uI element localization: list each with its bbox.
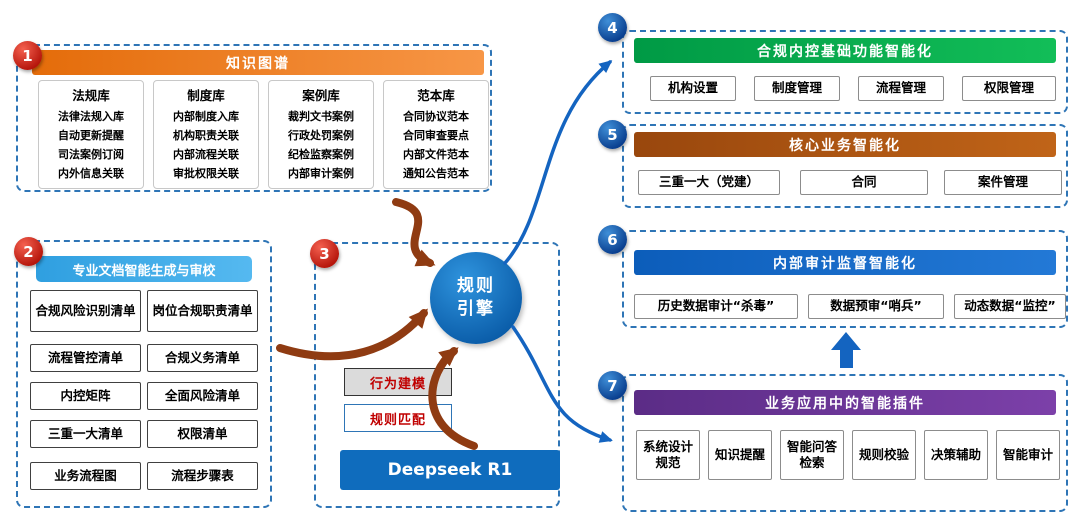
plugin-item: 知识提醒 [708, 430, 772, 480]
doc-cell: 岗位合规职责清单 [147, 290, 258, 332]
library-item: 内部文件范本 [403, 148, 469, 161]
library-item: 内部制度入库 [173, 110, 239, 123]
library-item: 法律法规入库 [58, 110, 124, 123]
rules-engine-label: 规则引擎 [457, 276, 495, 319]
feature-item: 权限管理 [962, 76, 1056, 101]
core-business-title: 核心业务智能化 [634, 132, 1056, 157]
library-item: 机构职责关联 [173, 129, 239, 142]
doc-cell: 全面风险清单 [147, 382, 258, 410]
behavior-modeling-box: 行为建模 [344, 368, 452, 396]
badge-4: 4 [598, 13, 627, 42]
plugin-item: 智能问答检索 [780, 430, 844, 480]
feature-item: 数据预审“哨兵” [808, 294, 944, 319]
internal-audit-title: 内部审计监督智能化 [634, 250, 1056, 275]
doc-cell: 流程步骤表 [147, 462, 258, 490]
library-item: 合同协议范本 [403, 110, 469, 123]
library-item: 内部审计案例 [288, 167, 354, 180]
doc-cell: 权限清单 [147, 420, 258, 448]
doc-cell: 业务流程图 [30, 462, 141, 490]
library-header: 案例库 [302, 88, 340, 103]
doc-generation-title: 专业文档智能生成与审校 [36, 256, 252, 282]
library-item: 行政处罚案例 [288, 129, 354, 142]
feature-item: 历史数据审计“杀毒” [634, 294, 798, 319]
library-column-policies: 制度库 内部制度入库 机构职责关联 内部流程关联 审批权限关联 [153, 80, 259, 189]
doc-cell: 合规义务清单 [147, 344, 258, 372]
library-item: 通知公告范本 [403, 167, 469, 180]
library-item: 内部流程关联 [173, 148, 239, 161]
badge-3: 3 [310, 239, 339, 268]
library-column-templates: 范本库 合同协议范本 合同审查要点 内部文件范本 通知公告范本 [383, 80, 489, 189]
plugin-item: 智能审计 [996, 430, 1060, 480]
library-item: 自动更新提醒 [58, 129, 124, 142]
plugin-item: 决策辅助 [924, 430, 988, 480]
library-item: 审批权限关联 [173, 167, 239, 180]
library-item: 内外信息关联 [58, 167, 124, 180]
plugin-item: 规则校验 [852, 430, 916, 480]
rule-matching-box: 规则匹配 [344, 404, 452, 432]
knowledge-graph-title: 知识图谱 [32, 50, 484, 75]
doc-cell: 内控矩阵 [30, 382, 141, 410]
feature-item: 机构设置 [650, 76, 736, 101]
library-item: 合同审查要点 [403, 129, 469, 142]
doc-cell: 流程管控清单 [30, 344, 141, 372]
library-item: 纪检监察案例 [288, 148, 354, 161]
library-header: 范本库 [417, 88, 455, 103]
feature-item: 流程管理 [858, 76, 944, 101]
badge-6: 6 [598, 225, 627, 254]
library-header: 法规库 [72, 88, 110, 103]
smart-plugins-title: 业务应用中的智能插件 [634, 390, 1056, 415]
badge-2: 2 [14, 237, 43, 266]
library-item: 裁判文书案例 [288, 110, 354, 123]
library-header: 制度库 [187, 88, 225, 103]
plugin-item: 系统设计规范 [636, 430, 700, 480]
rules-engine-circle: 规则引擎 [430, 252, 522, 344]
library-column-laws: 法规库 法律法规入库 自动更新提醒 司法案例订阅 内外信息关联 [38, 80, 144, 189]
feature-item: 案件管理 [944, 170, 1062, 195]
feature-item: 合同 [800, 170, 928, 195]
library-column-cases: 案例库 裁判文书案例 行政处罚案例 纪检监察案例 内部审计案例 [268, 80, 374, 189]
badge-1: 1 [13, 41, 42, 70]
feature-item: 三重一大（党建） [638, 170, 780, 195]
badge-5: 5 [598, 120, 627, 149]
arrow-up-audit [831, 332, 861, 368]
compliance-title: 合规内控基础功能智能化 [634, 38, 1056, 63]
arrow-engine-to-compliance [503, 60, 613, 265]
badge-7: 7 [598, 371, 627, 400]
library-item: 司法案例订阅 [58, 148, 124, 161]
doc-cell: 合规风险识别清单 [30, 290, 141, 332]
feature-item: 制度管理 [754, 76, 840, 101]
feature-item: 动态数据“监控” [954, 294, 1066, 319]
deepseek-model-box: Deepseek R1 [340, 450, 560, 490]
doc-cell: 三重一大清单 [30, 420, 141, 448]
